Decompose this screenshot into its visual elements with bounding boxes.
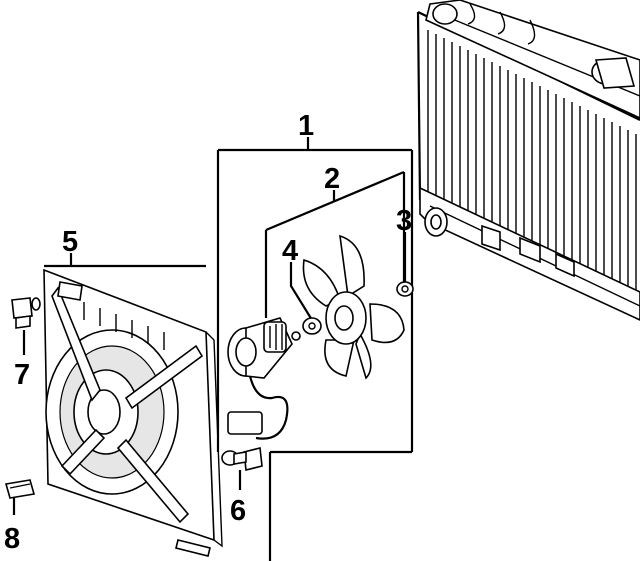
bolt <box>221 450 247 466</box>
callout-4: 4 <box>282 235 298 267</box>
callout-1: 1 <box>298 110 314 142</box>
fan-blade <box>302 234 405 380</box>
callout-2: 2 <box>324 163 340 195</box>
callout-3: 3 <box>396 205 412 237</box>
callout-numbers: 1 2 3 4 5 6 7 8 <box>4 110 412 555</box>
washer <box>302 317 322 335</box>
radiator <box>416 0 640 321</box>
leader-lines <box>12 137 414 561</box>
callout-7: 7 <box>14 359 30 391</box>
fan-shroud <box>43 268 223 557</box>
temperature-switch <box>11 297 41 329</box>
callout-6: 6 <box>230 495 246 527</box>
callout-8: 8 <box>4 523 20 555</box>
callout-5: 5 <box>62 226 78 258</box>
clip <box>4 479 36 499</box>
fan-motor <box>227 317 301 471</box>
fan-blade-nut <box>396 281 414 297</box>
